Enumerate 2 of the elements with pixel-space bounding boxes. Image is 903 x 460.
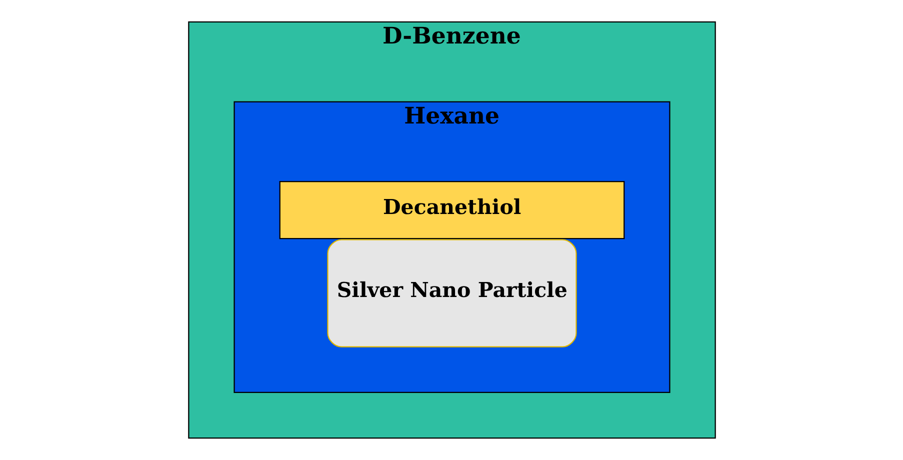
node-box: Decanethiol (278, 180, 624, 240)
node-box: Silver Nano Particle (326, 239, 576, 348)
